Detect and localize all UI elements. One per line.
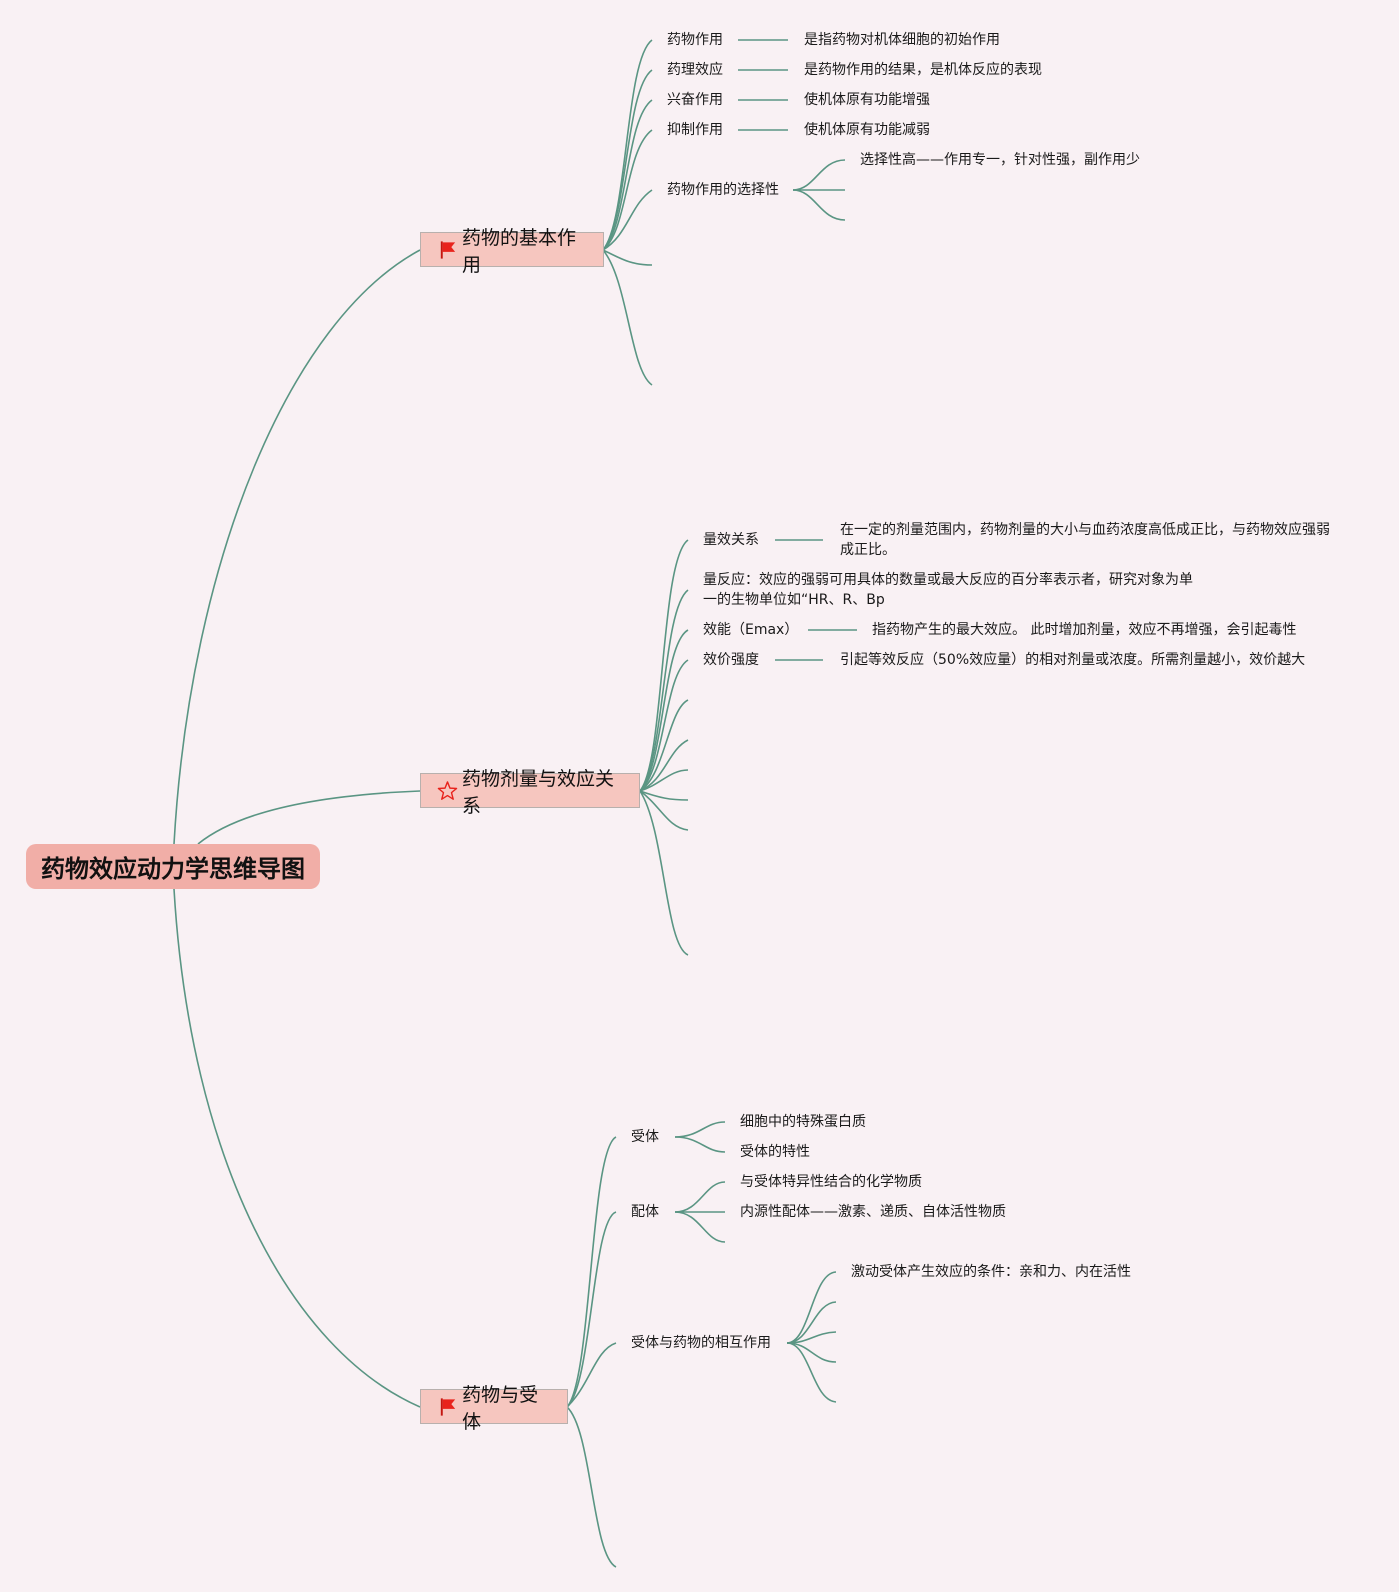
topic-label: 药物与受体: [462, 1383, 539, 1433]
topic-dose-effect[interactable]: 药物剂量与效应关系: [420, 768, 640, 817]
subtopic-description[interactable]: 是指药物对机体细胞的初始作用: [804, 32, 1000, 48]
topic-drug-receptor[interactable]: 药物与受体: [420, 1384, 568, 1433]
subtopic-label[interactable]: 效价强度: [703, 652, 759, 668]
subtopic-label[interactable]: 配体: [631, 1204, 659, 1220]
subtopic-child[interactable]: 与受体特异性结合的化学物质: [740, 1174, 922, 1190]
subtopic-child[interactable]: 受体的特性: [740, 1144, 810, 1160]
topic-label: 药物剂量与效应关系: [461, 767, 614, 817]
subtopic-description[interactable]: 引起等效反应（50%效应量）的相对剂量或浓度。所需剂量越小，效价越大: [840, 652, 1306, 668]
subtopic-child[interactable]: 内源性配体——激素、递质、自体活性物质: [740, 1204, 1006, 1220]
subtopic-label[interactable]: 药物作用的选择性: [667, 182, 779, 198]
subtopic-label[interactable]: 效能（Emax）: [703, 622, 799, 638]
subtopic-label[interactable]: 药物作用: [667, 32, 723, 48]
subtopic-label[interactable]: 受体: [631, 1129, 659, 1145]
topic-basic-action[interactable]: 药物的基本作用: [420, 227, 604, 276]
flag-icon: [440, 240, 456, 259]
subtopic-child[interactable]: 细胞中的特殊蛋白质: [740, 1114, 866, 1130]
subtopic-description[interactable]: 使机体原有功能减弱: [804, 122, 930, 138]
subtopic-description[interactable]: 使机体原有功能增强: [804, 92, 930, 108]
subtopic-child[interactable]: 激动受体产生效应的条件：亲和力、内在活性: [851, 1264, 1131, 1280]
root-topic[interactable]: 药物效应动力学思维导图: [26, 844, 320, 889]
subtopic-description[interactable]: 是药物作用的结果，是机体反应的表现: [804, 62, 1042, 78]
subtopic-description[interactable]: 在一定的剂量范围内，药物剂量的大小与血药浓度高低成正比，与药物效应强弱成正比。: [840, 522, 1330, 558]
subtopic-label[interactable]: 兴奋作用: [667, 92, 723, 108]
flag-icon: [440, 1397, 456, 1416]
subtopic-description[interactable]: 指药物产生的最大效应。 此时增加剂量，效应不再增强，会引起毒性: [872, 622, 1297, 638]
subtopic-label[interactable]: 受体与药物的相互作用: [631, 1335, 771, 1351]
subtopic-child[interactable]: 选择性高——作用专一，针对性强，副作用少: [860, 152, 1140, 168]
topic-label: 药物的基本作用: [462, 226, 577, 276]
star-icon: [437, 780, 458, 800]
subtopic-label[interactable]: 药理效应: [667, 62, 723, 78]
subtopic-label[interactable]: 抑制作用: [667, 122, 723, 138]
subtopic-label[interactable]: 量效关系: [703, 532, 759, 548]
subtopic-label[interactable]: 量反应：效应的强弱可用具体的数量或最大反应的百分率表示者，研究对象为单一的生物单…: [703, 572, 1193, 608]
